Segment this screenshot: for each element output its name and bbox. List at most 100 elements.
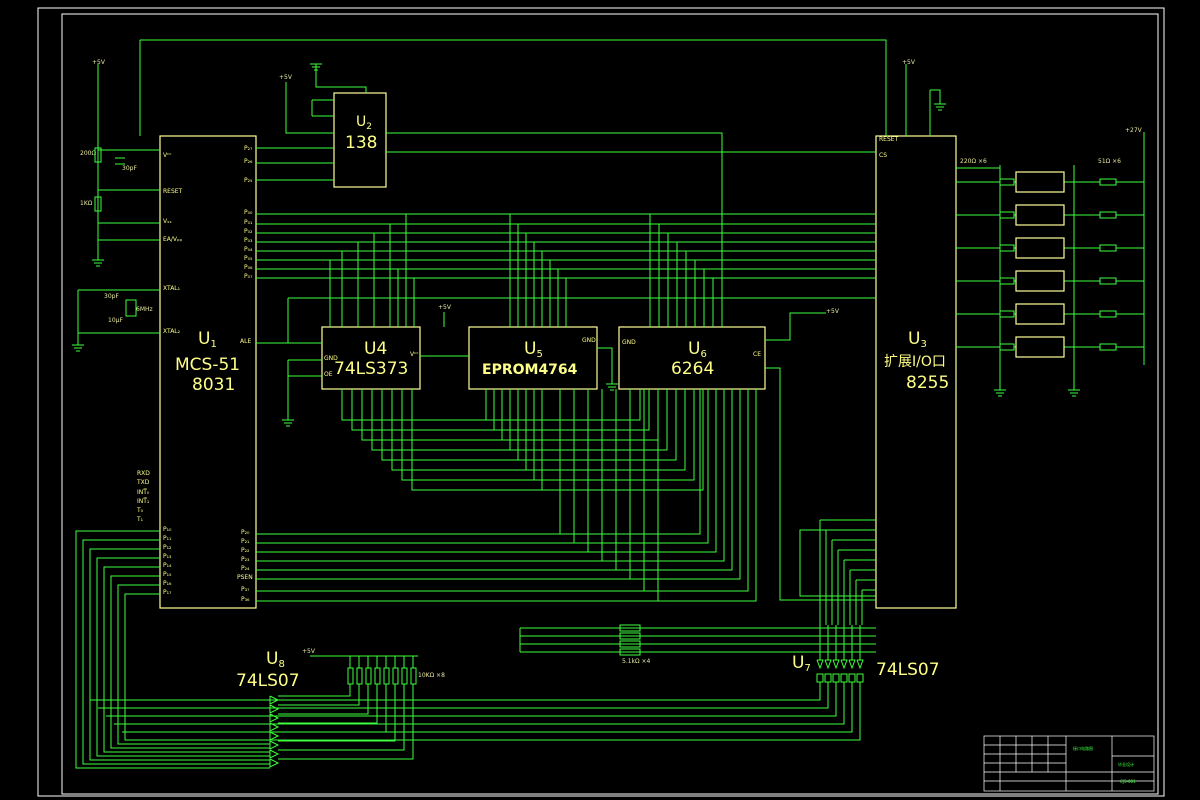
- u3-8255-chip: U3 扩展I/O口 8255 RESET CS: [875, 135, 957, 609]
- u1-pin-vcc: Vᶜᶜ: [163, 152, 172, 159]
- wire-addr-low-ram: [486, 389, 641, 421]
- c3-label: 10μF: [108, 317, 123, 324]
- u1-pin-p20: P₂₀: [241, 529, 250, 536]
- crystal-label: 6MHz: [136, 306, 153, 313]
- u1-pin-p15: P₁₅: [163, 571, 172, 578]
- title-block: 接口电路图 毕业设计 CJS-001: [983, 735, 1155, 792]
- u8-ref: U8: [266, 649, 285, 670]
- u6-ref-sub: 6: [700, 349, 706, 360]
- wire-addr-low-ram: [510, 389, 668, 451]
- u1-pin-p10: P₁₀: [163, 526, 172, 533]
- buffer-gate-u7: [856, 659, 864, 670]
- optocoupler: [1015, 336, 1065, 358]
- wire-u5-gnd: [597, 347, 613, 384]
- wire-addr-low: [401, 389, 535, 481]
- wire-p2-ram: [630, 389, 741, 580]
- outer-frame: [37, 7, 1165, 797]
- u5-name: EPROM4764: [482, 362, 578, 378]
- wire-p2-high: [256, 389, 659, 602]
- passive-components: [94, 147, 1117, 685]
- svg-text:U6: U6: [688, 339, 707, 360]
- u2-name: 138: [345, 133, 377, 153]
- resistor-u8: [365, 667, 372, 685]
- wire-y7-cs: [386, 132, 723, 327]
- svg-text:U1: U1: [198, 329, 217, 350]
- buffer-gate-u7: [832, 659, 840, 670]
- u3-cs: CS: [879, 152, 887, 159]
- wire-u8-out: [278, 684, 369, 715]
- resistor-pullup: [999, 244, 1015, 252]
- wire-u8-out: [278, 684, 414, 760]
- u3-ref-sub: 3: [920, 339, 926, 350]
- u5-eprom-chip: U5 EPROM4764 GND: [468, 326, 598, 390]
- u1-pin-int0: INT̅₀: [137, 489, 150, 496]
- u1-pin-t1: T₁: [136, 516, 144, 523]
- u1-name: MCS-51: [175, 355, 240, 375]
- resistor-array-5k1: [619, 632, 641, 640]
- buffer-gate-u7: [824, 659, 832, 670]
- u3-name: 扩展I/O口: [884, 354, 946, 370]
- wire-u8-out: [278, 684, 396, 742]
- optocoupler: [1015, 237, 1065, 259]
- u1-pin-p02: P₀₂: [244, 228, 253, 235]
- wire-addr-low-ram: [518, 389, 677, 461]
- resistor-u8: [347, 667, 354, 685]
- u7-ref: U7: [792, 653, 811, 674]
- wire-p2-ram: [658, 389, 757, 602]
- u1-ref: U: [198, 329, 210, 349]
- resistor-array-5k1: [619, 640, 641, 648]
- u1-pin-txd: TXD: [136, 479, 150, 486]
- resistor-u8: [410, 667, 417, 685]
- wire-addr-low: [411, 389, 543, 491]
- buffer-gate-u8: [269, 740, 280, 750]
- u4-ref: U4: [364, 339, 387, 359]
- wire-top-bus: [140, 39, 887, 136]
- wire-vcc-u1: [97, 64, 160, 151]
- wire-p1-to-u8: [89, 548, 270, 761]
- u1-pin-p21: P₂₁: [241, 538, 250, 545]
- wire-addr-low-ram: [502, 389, 659, 441]
- buffer-gate-u8: [269, 731, 280, 741]
- u6-ce: CE: [753, 351, 761, 358]
- wire-addr-low-ram: [542, 389, 704, 491]
- u7-output-resistor: [848, 673, 856, 683]
- u1-pin-p13: P₁₃: [163, 553, 172, 560]
- u1-pin-p14: P₁₄: [163, 562, 172, 569]
- u1-pin-vss: Vₛₛ: [163, 218, 172, 225]
- wire-p1-to-u8: [96, 557, 270, 757]
- resistor-r1: [94, 147, 102, 163]
- wire-addr-low-ram: [534, 389, 695, 481]
- resistor-u8: [383, 667, 390, 685]
- resistor-u8: [392, 667, 399, 685]
- wire-p1-to-u8: [103, 566, 270, 753]
- title-block-school: 毕业设计: [1118, 761, 1134, 767]
- u1-pin-p25: P₂₅: [244, 177, 253, 184]
- wire-u7-out: [98, 682, 829, 709]
- u1-pin-p24: P₂₄: [241, 565, 250, 572]
- u3-ref: U: [908, 329, 920, 349]
- u4-name: 74LS373: [334, 359, 408, 379]
- title-block-drawing-name: 接口电路图: [1073, 745, 1093, 751]
- resistor-array-label: 5.1kΩ ×4: [622, 658, 651, 665]
- u2-ref-sub: 2: [366, 122, 372, 132]
- c1-label: 30pF: [122, 165, 137, 172]
- resistor-led: [1099, 244, 1117, 252]
- wire-p1-to-u8: [124, 593, 270, 741]
- svg-text:U5: U5: [524, 339, 543, 360]
- u2-ref: U: [356, 114, 366, 130]
- u1-pin-t0: T₀: [136, 507, 144, 514]
- u1-pin-p23: P₂₃: [241, 556, 250, 563]
- u1-pin-psen: PSEN: [237, 574, 253, 581]
- wire-addr-low-ram: [526, 389, 686, 471]
- wire-p2-high: [256, 389, 603, 562]
- u4-gnd: GND: [324, 355, 338, 362]
- u1-pin-rxd: RXD: [137, 470, 150, 477]
- u7-output-resistor: [824, 673, 832, 683]
- u1-pin-p03: P₀₃: [244, 237, 253, 244]
- u1-pin-p16: P₁₆: [163, 580, 172, 587]
- resistor-led: [1099, 277, 1117, 285]
- resistor-led: [1099, 211, 1117, 219]
- u7-output-resistor: [856, 673, 864, 683]
- u7-output-resistor: [832, 673, 840, 683]
